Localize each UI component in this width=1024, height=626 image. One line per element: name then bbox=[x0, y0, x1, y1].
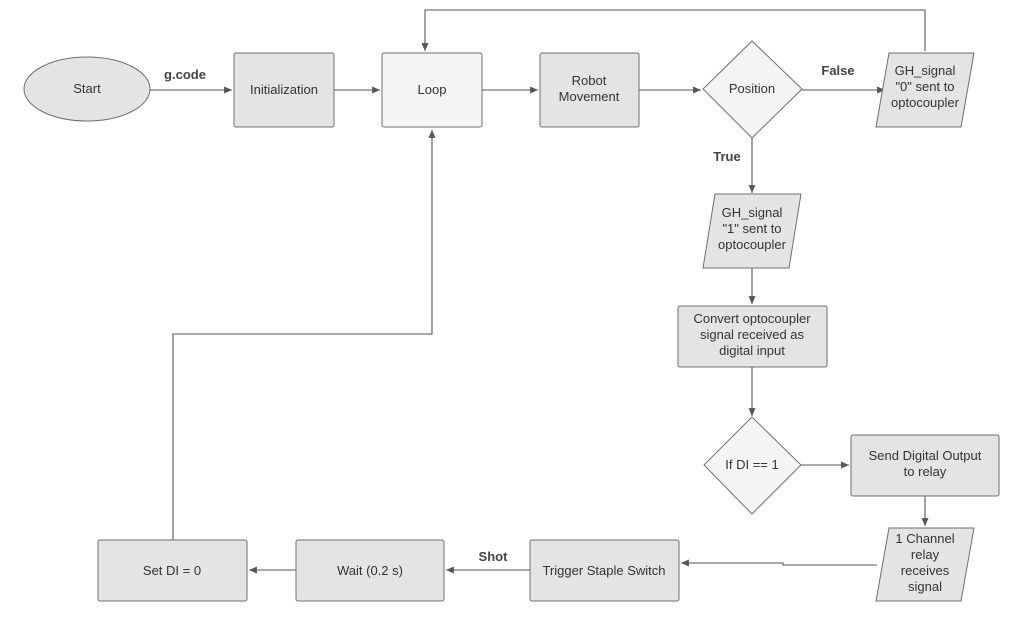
edge-relay-trigger bbox=[681, 559, 877, 567]
node-loop[interactable]: Loop bbox=[381, 52, 483, 128]
edge-label-true: True bbox=[713, 149, 740, 164]
node-gh-signal-0-line-2: "0" sent to bbox=[895, 79, 954, 94]
node-loop-label: Loop bbox=[418, 82, 447, 97]
edge-label-gcode: g.code bbox=[164, 67, 206, 82]
edges bbox=[150, 9, 929, 574]
node-wait-label: Wait (0.2 s) bbox=[337, 563, 403, 578]
node-send-output[interactable]: Send Digital Output to relay bbox=[850, 434, 1000, 497]
node-convert-line-3: digital input bbox=[719, 343, 785, 358]
node-start-label: Start bbox=[73, 81, 101, 96]
node-relay-line-4: signal bbox=[908, 579, 942, 594]
edge-set-di-loop bbox=[172, 130, 436, 540]
edge-label-shot: Shot bbox=[479, 549, 509, 564]
node-wait[interactable]: Wait (0.2 s) bbox=[295, 539, 445, 602]
node-robot-movement-line-2: Movement bbox=[559, 89, 620, 104]
node-set-di-label: Set DI = 0 bbox=[143, 563, 201, 578]
node-position-label: Position bbox=[729, 81, 775, 96]
edge-label-false: False bbox=[821, 63, 854, 78]
node-relay[interactable]: 1 Channel relay receives signal bbox=[875, 527, 975, 602]
node-initialization[interactable]: Initialization bbox=[233, 52, 335, 128]
node-trigger-staple-switch[interactable]: Trigger Staple Switch bbox=[529, 539, 680, 602]
edge-gh0-loop-return bbox=[421, 9, 926, 51]
node-gh-signal-1[interactable]: GH_signal "1" sent to optocoupler bbox=[702, 193, 802, 269]
node-set-di[interactable]: Set DI = 0 bbox=[97, 539, 248, 602]
node-gh-signal-1-line-3: optocoupler bbox=[718, 237, 787, 252]
node-convert[interactable]: Convert optocoupler signal received as d… bbox=[677, 305, 828, 368]
node-trigger-label: Trigger Staple Switch bbox=[542, 563, 665, 578]
node-relay-line-3: receives bbox=[901, 563, 950, 578]
node-gh-signal-0-line-3: optocoupler bbox=[891, 95, 960, 110]
node-if-di-label: If DI == 1 bbox=[725, 457, 778, 472]
node-start[interactable]: Start bbox=[23, 56, 151, 122]
node-convert-line-2: signal received as bbox=[700, 327, 805, 342]
node-convert-line-1: Convert optocoupler bbox=[693, 311, 811, 326]
node-relay-line-1: 1 Channel bbox=[895, 531, 954, 546]
node-robot-movement-line-1: Robot bbox=[572, 73, 607, 88]
node-initialization-label: Initialization bbox=[250, 82, 318, 97]
node-relay-line-2: relay bbox=[911, 547, 940, 562]
node-if-di-decision[interactable]: If DI == 1 bbox=[703, 416, 802, 515]
node-gh-signal-1-line-1: GH_signal bbox=[722, 205, 783, 220]
node-position-decision[interactable]: Position bbox=[702, 40, 803, 139]
node-send-output-line-1: Send Digital Output bbox=[869, 448, 982, 463]
node-send-output-line-2: to relay bbox=[904, 464, 947, 479]
node-gh-signal-0-line-1: GH_signal bbox=[895, 63, 956, 78]
node-gh-signal-0[interactable]: GH_signal "0" sent to optocoupler bbox=[875, 52, 975, 128]
node-gh-signal-1-line-2: "1" sent to bbox=[722, 221, 781, 236]
node-robot-movement[interactable]: Robot Movement bbox=[539, 52, 640, 128]
